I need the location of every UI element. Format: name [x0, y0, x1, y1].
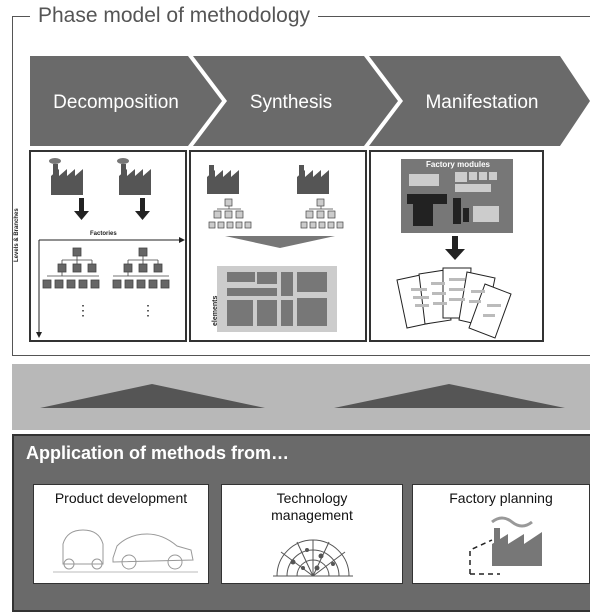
factory-icon [117, 158, 151, 195]
chevron-manifestation [369, 56, 590, 146]
element-modules [227, 272, 327, 326]
document-text-lines [411, 278, 501, 317]
source-label-product-development: Product development [54, 490, 188, 506]
phase-label-synthesis: Synthesis [249, 92, 333, 113]
phase-label-decomposition: Decomposition [53, 92, 179, 113]
phase-label-manifestation: Manifestation [425, 92, 539, 113]
source-box-technology-management [221, 484, 403, 584]
arrow-down-icon [74, 198, 150, 220]
factory-icon [297, 165, 329, 194]
factory-icon [207, 165, 239, 194]
ellipsis: ⋮ [141, 302, 155, 318]
up-arrow-left [40, 384, 265, 408]
up-arrow-right [334, 384, 565, 408]
ellipsis: ⋮ [76, 302, 90, 318]
hierarchy-tree [208, 198, 252, 229]
source-box-factory-planning [412, 484, 590, 584]
hierarchy-tree [112, 247, 170, 289]
merge-arrow [225, 236, 335, 248]
factory-planning-icon [469, 516, 542, 575]
factory-module-blocks [407, 194, 469, 226]
source-label-technology-management: Technology management [271, 490, 353, 523]
arrow-down-icon [445, 236, 465, 260]
hierarchy-tree [42, 247, 100, 289]
factory-module-blocks [409, 172, 499, 222]
chevron-decomposition [30, 56, 222, 146]
factories-axis-label: Factories [90, 231, 117, 237]
technology-radar-icon [273, 539, 353, 577]
source-label-factory-planning: Factory planning [449, 490, 553, 506]
hierarchy-tree [300, 198, 344, 229]
decomposition-illustration [36, 158, 185, 338]
factory-icon [49, 158, 83, 195]
synthesis-illustration [207, 165, 344, 332]
car-icon [53, 529, 198, 573]
phase-model-title: Phase model of methodology [30, 4, 319, 28]
manifestation-illustration [396, 159, 513, 339]
chevron-synthesis [193, 56, 398, 146]
application-title: Application of methods from… [26, 443, 289, 463]
factory-modules-label: Factory modules [425, 160, 490, 169]
